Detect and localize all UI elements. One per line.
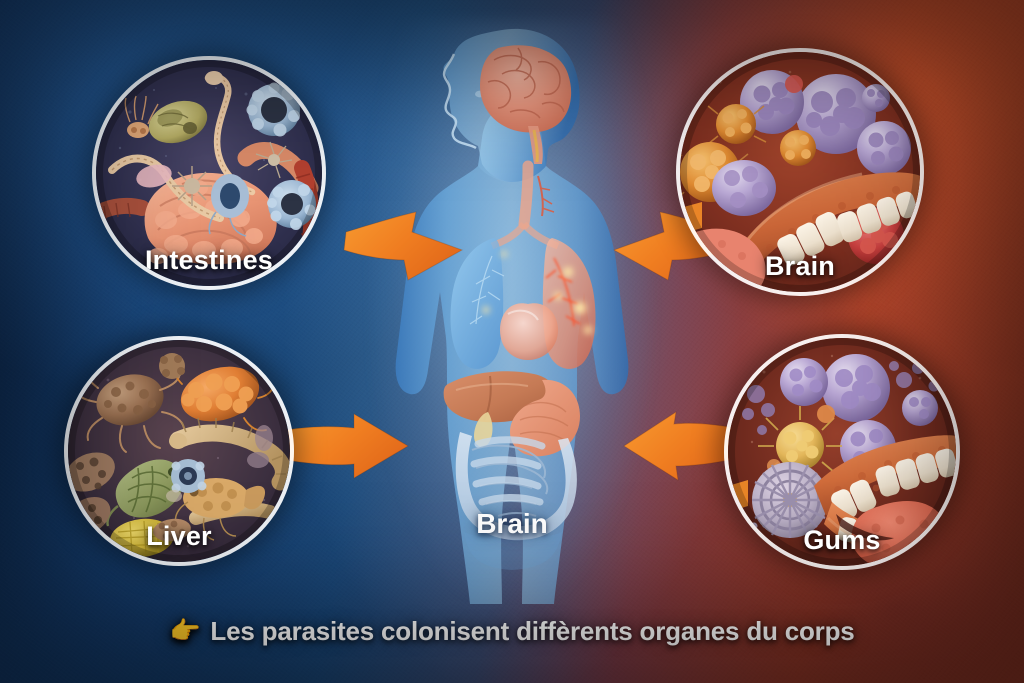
spore-tiny-center — [166, 490, 182, 502]
microbe-red-small — [785, 75, 803, 93]
microbe-yellow-spiky — [758, 406, 842, 486]
cyst-spotted-left — [68, 452, 115, 492]
rod-parasite — [153, 518, 191, 542]
microbe-purple-right — [857, 121, 911, 175]
oral-cavity-shadow — [836, 514, 894, 541]
blastocystis — [208, 174, 249, 237]
stomach-organ — [510, 379, 580, 457]
neck-vessels — [537, 175, 555, 217]
flagellate-star — [172, 166, 212, 206]
arrow-intestines-to-body — [343, 211, 464, 281]
body-silhouette — [395, 28, 629, 604]
upper-gum-teeth — [814, 435, 956, 521]
gum-and-teeth — [738, 172, 920, 268]
center-label: Brain — [476, 508, 548, 539]
microbe-purple-right — [902, 390, 938, 426]
parasite-orange-berry — [173, 361, 275, 432]
microbe-purple-large — [796, 74, 876, 154]
circle-brain-top-right[interactable]: Brain — [676, 48, 924, 296]
ciliate-parasite — [124, 95, 159, 138]
human-body-figure — [352, 8, 672, 608]
microbe-purple-upper-left — [780, 358, 828, 406]
teeth-row — [777, 191, 918, 266]
pelvis-shading — [464, 532, 562, 570]
microbe-orange-small — [817, 405, 835, 423]
cyst-blue-eye — [171, 459, 207, 493]
mouth-microbes-illustration — [680, 52, 920, 292]
fluke-parasite — [136, 164, 172, 188]
heart-organ — [500, 303, 558, 360]
circle-intestines[interactable]: Intestines — [92, 56, 326, 290]
intestines-organ — [455, 432, 577, 541]
caption-text: Les parasites colonisent diffèrents orga… — [210, 616, 855, 646]
microbe-purple-rough — [712, 160, 776, 216]
amoeba-cyst-top-right — [246, 82, 300, 137]
intestines-illustration — [96, 60, 322, 286]
microbe-debris-left — [738, 372, 775, 435]
bacterium-flagellated — [73, 365, 185, 453]
inflammation-spots — [482, 251, 592, 334]
microbe-orange-center — [780, 130, 816, 166]
upper-teeth-row — [831, 448, 956, 521]
gums-illustration — [728, 338, 956, 566]
spore-cluster-top — [159, 353, 185, 379]
spore-small-right — [247, 452, 269, 468]
caption-bar: 👉 Les parasites colonisent diffèrents or… — [0, 616, 1024, 647]
flagellate-right — [255, 141, 293, 179]
microbe-purple-small — [862, 84, 890, 112]
microbe-purple-top — [822, 354, 890, 422]
microbe-orange-spiky-left — [707, 104, 767, 145]
spore-small-right-2 — [255, 425, 273, 451]
arrow-liver-to-body — [285, 413, 409, 479]
pointing-hand-icon: 👉 — [169, 617, 201, 645]
brain-organ — [480, 45, 572, 164]
giardia-parasite — [148, 100, 208, 144]
amoeba-cyst-right — [267, 180, 316, 230]
